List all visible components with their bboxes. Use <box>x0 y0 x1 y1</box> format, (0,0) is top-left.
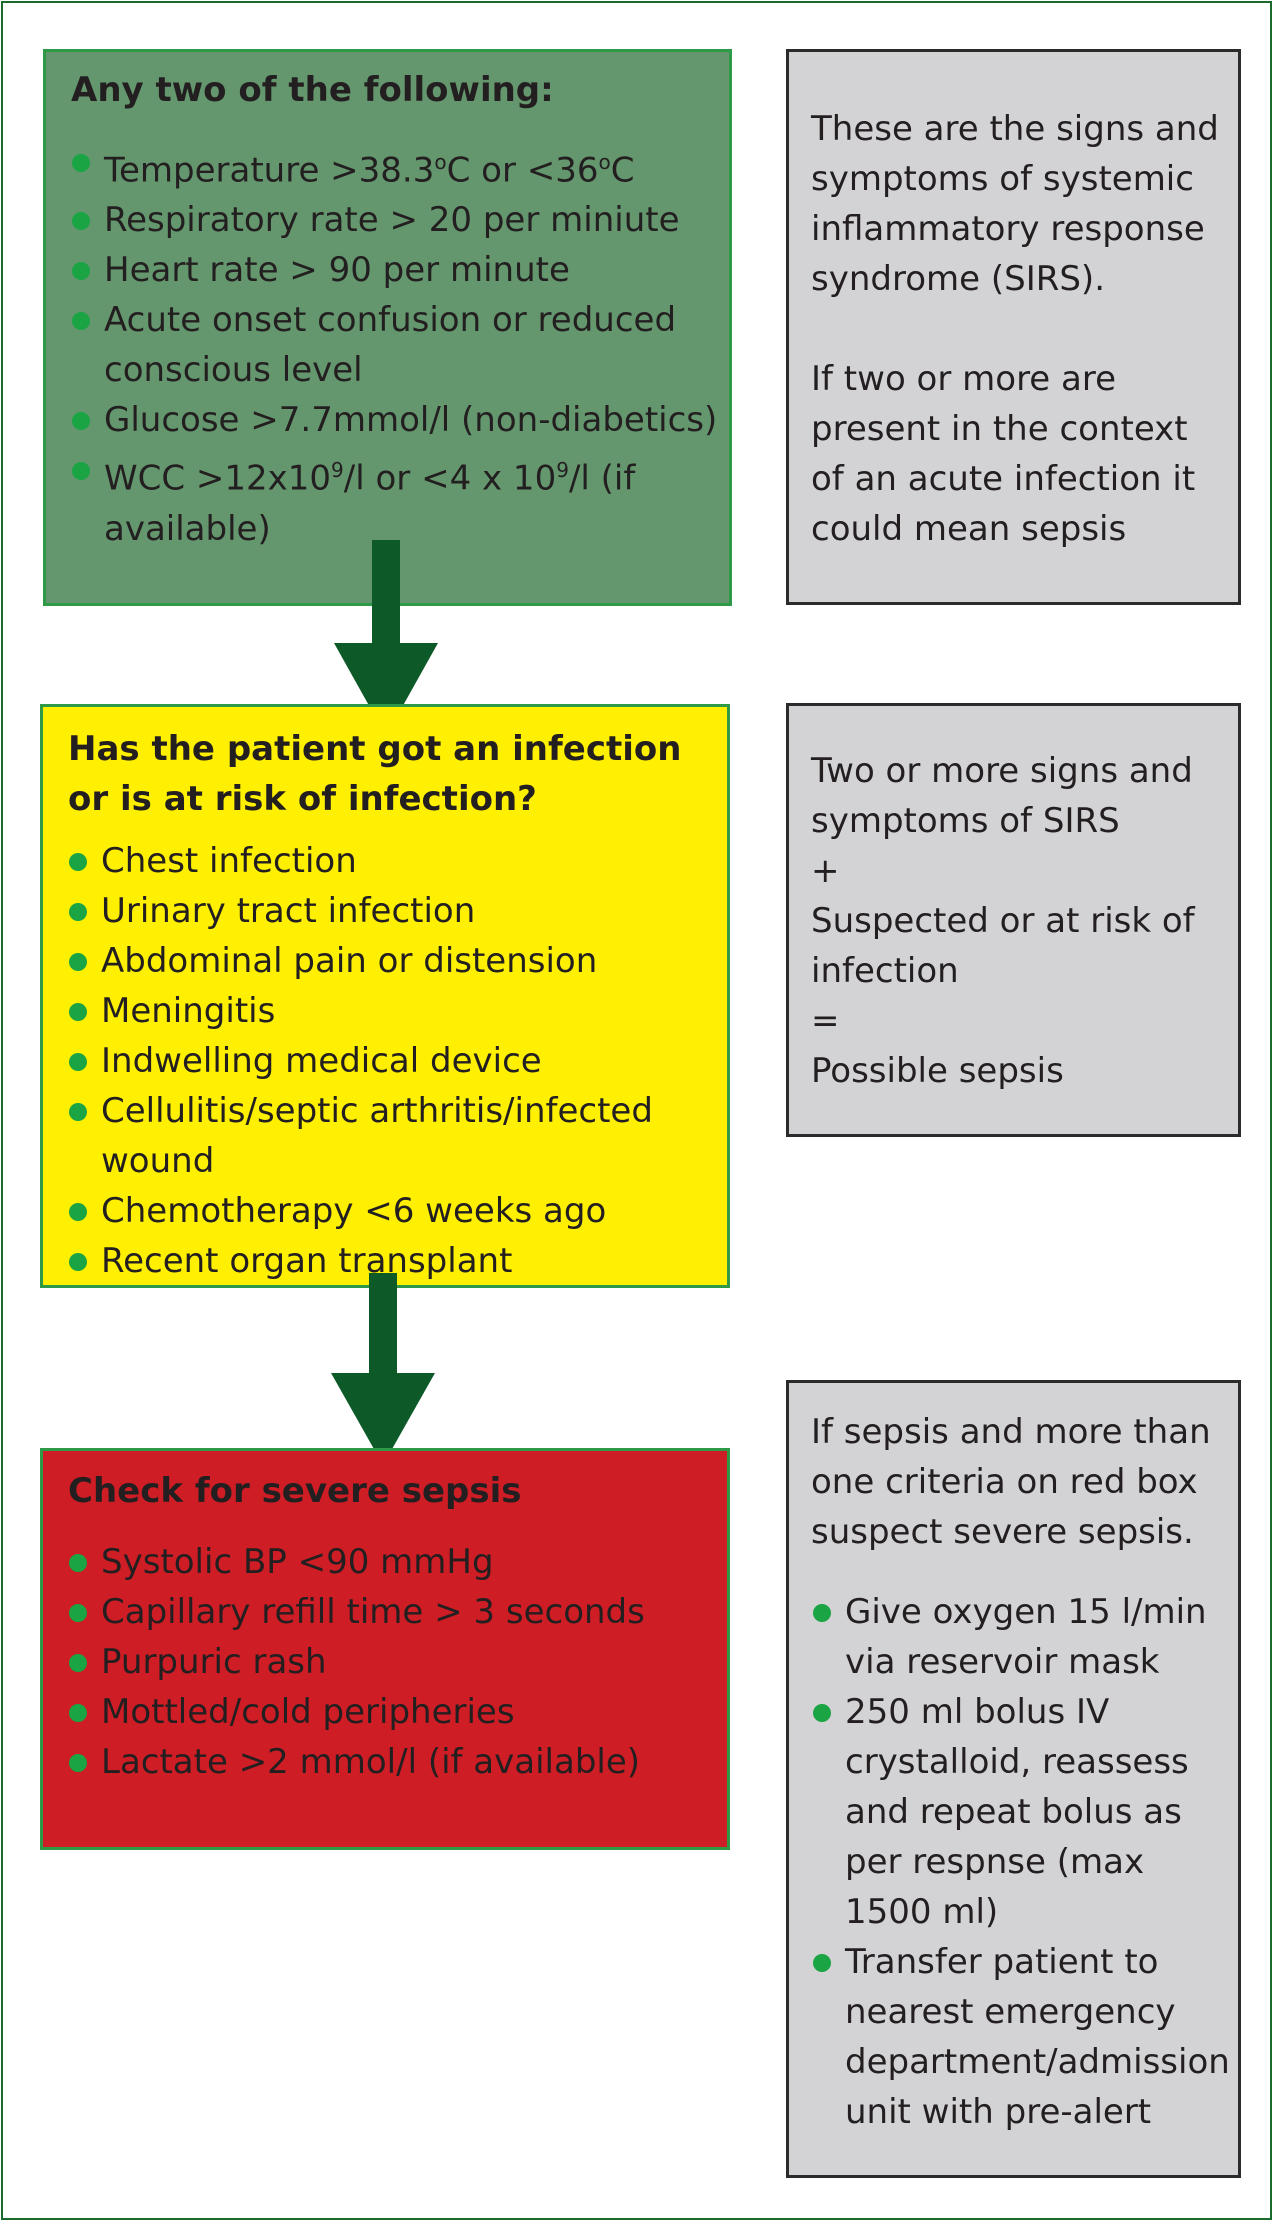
list-item: Recent organ transplant <box>69 1236 719 1286</box>
list-item-text: Glucose >7.7mmol/l (non-diabetics) <box>104 400 718 441</box>
bullet-icon <box>69 1654 87 1672</box>
list-item: Transfer patient to nearest emergency de… <box>813 1937 1230 2137</box>
bullet-icon <box>69 1203 87 1221</box>
list-item: Systolic BP <90 mmHg <box>69 1537 719 1587</box>
list-item-text: Heart rate > 90 per minute <box>104 250 570 291</box>
note-line: + <box>811 851 840 891</box>
bullet-icon <box>69 1754 87 1772</box>
bullet-icon <box>72 154 90 172</box>
bullet-icon <box>69 1053 87 1071</box>
bullet-icon <box>69 903 87 921</box>
sirs-note-box: These are the signs and symptoms of syst… <box>786 49 1241 605</box>
list-item-text: Chest infection <box>101 841 357 881</box>
list-item-text: Recent organ transplant <box>101 1241 513 1281</box>
arrow-down-icon <box>334 540 438 736</box>
note-line: Two or more signs and symptoms of SIRS <box>811 751 1193 841</box>
list-item-text: Temperature >38.3 <box>104 150 435 191</box>
bullet-icon <box>69 1103 87 1121</box>
severe-sepsis-heading: Check for severe sepsis <box>68 1471 522 1511</box>
list-item: Temperature >38.3oC or <36oC <box>72 137 721 195</box>
infection-heading: Has the patient got an infection or is a… <box>68 729 682 819</box>
list-item-text: Respiratory rate > 20 per miniute <box>104 200 680 241</box>
note-line: = <box>811 1001 840 1041</box>
bullet-icon <box>813 1954 831 1972</box>
bullet-icon <box>69 1253 87 1271</box>
possible-sepsis-note-box: Two or more signs and symptoms of SIRS +… <box>786 703 1241 1137</box>
bullet-icon <box>69 853 87 871</box>
bullet-icon <box>69 1604 87 1622</box>
list-item-text: Mottled/cold peripheries <box>101 1692 515 1732</box>
sirs-heading: Any two of the following: <box>71 70 554 110</box>
list-item: Mottled/cold peripheries <box>69 1687 719 1737</box>
list-item: Capillary refill time > 3 seconds <box>69 1587 719 1637</box>
list-item-text: Cellulitis/septic arthritis/infected wou… <box>101 1091 653 1181</box>
note-line: Possible sepsis <box>811 1051 1064 1091</box>
bullet-icon <box>69 1554 87 1572</box>
list-item: WCC >12x109/l or <4 x 109/l (if availabl… <box>72 445 721 553</box>
severe-sepsis-box: Check for severe sepsis Systolic BP <90 … <box>40 1448 730 1850</box>
severe-sepsis-intro: If sepsis and more than one criteria on … <box>811 1412 1211 1552</box>
list-item-text: 250 ml bolus IV crystalloid, reassess an… <box>845 1692 1189 1932</box>
note-paragraph: These are the signs and symptoms of syst… <box>811 109 1219 299</box>
sirs-note-text: These are the signs and symptoms of syst… <box>811 104 1230 554</box>
severe-sepsis-list: Systolic BP <90 mmHg Capillary refill ti… <box>69 1537 719 1787</box>
spacer <box>811 304 1230 354</box>
list-item: Abdominal pain or distension <box>69 936 719 986</box>
bullet-icon <box>72 312 90 331</box>
arrow-down-icon <box>331 1273 435 1465</box>
bullet-icon <box>69 1003 87 1021</box>
list-item-text: Purpuric rash <box>101 1642 327 1682</box>
list-item: Purpuric rash <box>69 1637 719 1687</box>
bullet-icon <box>72 262 90 281</box>
list-item-text: Meningitis <box>101 991 276 1031</box>
list-item-text: Transfer patient to nearest emergency de… <box>845 1942 1230 2132</box>
list-item: Heart rate > 90 per minute <box>72 245 721 295</box>
list-item-text: Systolic BP <90 mmHg <box>101 1542 494 1582</box>
list-item: Respiratory rate > 20 per miniute <box>72 195 721 245</box>
sirs-list: Temperature >38.3oC or <36oC Respiratory… <box>72 137 721 554</box>
list-item: 250 ml bolus IV crystalloid, reassess an… <box>813 1687 1230 1937</box>
list-item-text: Acute onset confusion or reduced conscio… <box>104 300 677 391</box>
list-item-text: Lactate >2 mmol/l (if available) <box>101 1742 641 1782</box>
list-item: Acute onset confusion or reduced conscio… <box>72 295 721 395</box>
possible-sepsis-note-text: Two or more signs and symptoms of SIRS +… <box>811 746 1230 1096</box>
severe-sepsis-actions-box: If sepsis and more than one criteria on … <box>786 1380 1241 2178</box>
bullet-icon <box>813 1704 831 1722</box>
list-item: Indwelling medical device <box>69 1036 719 1086</box>
list-item-text: Capillary refill time > 3 seconds <box>101 1592 645 1632</box>
bullet-icon <box>72 212 90 231</box>
list-item-text: Abdominal pain or distension <box>101 941 598 981</box>
list-item: Chest infection <box>69 836 719 886</box>
bullet-icon <box>69 1704 87 1722</box>
list-item: Cellulitis/septic arthritis/infected wou… <box>69 1086 719 1186</box>
list-item: Give oxygen 15 l/min via reservoir mask <box>813 1587 1230 1687</box>
list-item-text: Urinary tract infection <box>101 891 476 931</box>
bullet-icon <box>72 462 90 481</box>
list-item-text: Chemotherapy <6 weeks ago <box>101 1191 607 1231</box>
sirs-criteria-box: Any two of the following: Temperature >3… <box>43 49 732 606</box>
list-item: Urinary tract infection <box>69 886 719 936</box>
list-item: Lactate >2 mmol/l (if available) <box>69 1737 719 1787</box>
list-item: Glucose >7.7mmol/l (non-diabetics) <box>72 395 721 445</box>
list-item: Chemotherapy <6 weeks ago <box>69 1186 719 1236</box>
infection-list: Chest infection Urinary tract infection … <box>69 836 719 1286</box>
list-item-text: Indwelling medical device <box>101 1041 542 1081</box>
bullet-icon <box>69 953 87 971</box>
note-paragraph: If two or more are present in the contex… <box>811 359 1196 549</box>
bullet-icon <box>72 412 90 431</box>
list-item-text: Give oxygen 15 l/min via reservoir mask <box>845 1592 1207 1682</box>
bullet-icon <box>813 1604 831 1622</box>
infection-box: Has the patient got an infection or is a… <box>40 704 730 1288</box>
note-line: Suspected or at risk of infection <box>811 901 1195 991</box>
actions-list: Give oxygen 15 l/min via reservoir mask … <box>813 1587 1230 2137</box>
list-item: Meningitis <box>69 986 719 1036</box>
